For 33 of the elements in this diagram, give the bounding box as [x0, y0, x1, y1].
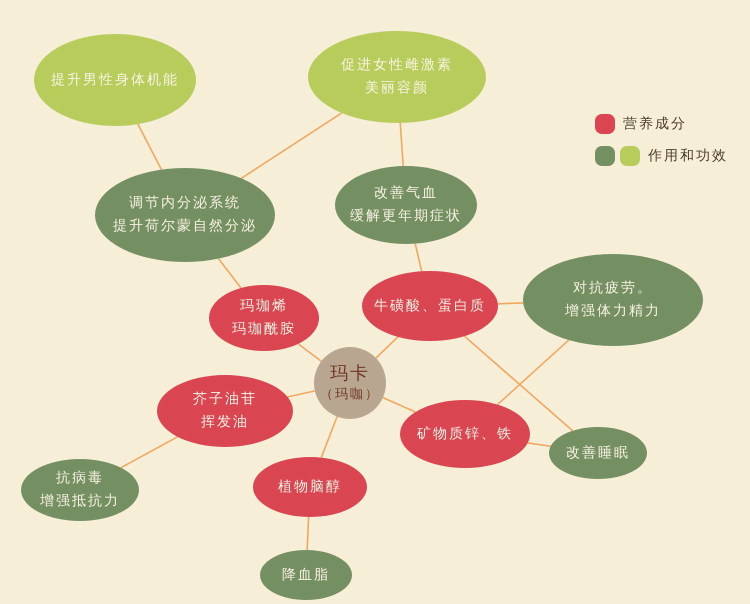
node-label: 牛磺酸、蛋白质 — [374, 296, 486, 316]
connector-line — [240, 112, 342, 180]
node-label: （玛咖） — [320, 386, 380, 404]
connector-line — [320, 416, 338, 458]
connector-line — [464, 336, 574, 432]
connector-line — [375, 336, 398, 359]
node-label: 玛珈烯玛珈酰胺 — [232, 297, 296, 339]
node-label: 提升男性身体机能 — [51, 70, 179, 90]
node-label: 改善气血缓解更年期症状 — [350, 184, 462, 226]
connector-line — [120, 436, 178, 468]
node-label: 促进女性雌激素美丽容颜 — [341, 56, 453, 98]
node-label: 植物脑醇 — [278, 478, 342, 496]
node-label: 矿物质锌、铁 — [417, 424, 513, 444]
connector-line — [137, 124, 162, 170]
connector-line — [382, 396, 416, 413]
connector-line — [528, 442, 551, 448]
node-label: 对抗疲劳。增强体力精力 — [565, 279, 661, 321]
connector-line — [498, 302, 524, 305]
node-label: 芥子油苷挥发油 — [193, 390, 257, 432]
legend-label: 作用和功效 — [648, 147, 728, 165]
legend-label: 营养成分 — [623, 115, 687, 133]
connector-line — [298, 343, 322, 362]
connector-line — [306, 516, 310, 550]
node-label: 抗病毒增强抵抗力 — [40, 469, 120, 511]
connector-line — [399, 122, 404, 166]
node-label: 改善睡眠 — [566, 444, 630, 462]
connector-line — [287, 390, 316, 398]
node-label: 玛卡 — [330, 362, 370, 386]
node-label: 调节内分泌系统提升荷尔蒙自然分泌 — [113, 194, 257, 236]
connector-line — [218, 258, 242, 288]
connector-line — [414, 243, 423, 272]
connector-line — [496, 339, 570, 406]
node-label: 降血脂 — [282, 566, 330, 584]
